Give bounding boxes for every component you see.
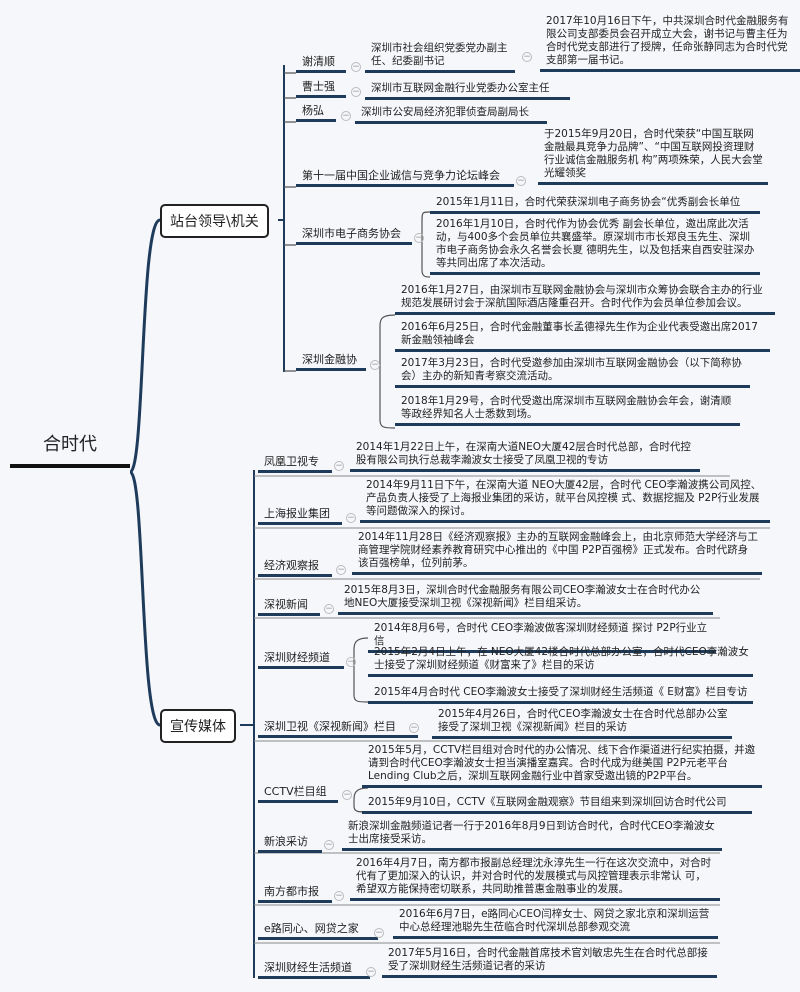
- collapse-icon[interactable]: −: [324, 604, 334, 614]
- branch-platform-leaders[interactable]: 站台领导\机关: [160, 204, 269, 238]
- node-title[interactable]: 深圳市互联网金融行业党委办公室主任: [365, 82, 570, 100]
- node-shanghai-press[interactable]: 上海报业集团: [258, 507, 342, 525]
- node-finance-life-channel[interactable]: 深圳财经生活频道: [258, 961, 370, 979]
- node-sina-interview[interactable]: 新浪采访: [258, 835, 322, 853]
- leaf-note[interactable]: 2016年1月10日，合时代作为协会优秀 副会长单位，邀出席此次活动，与400多…: [430, 218, 760, 275]
- node-shenshi-news[interactable]: 深视新闻: [258, 598, 320, 616]
- collapse-icon[interactable]: −: [516, 176, 526, 186]
- leaf-note[interactable]: 2015年8月3日，深圳合时代金融服务有限公司CEO李瀚波女士在合时代办公地NE…: [338, 584, 713, 615]
- node-shenzhen-finance-association[interactable]: 深圳金融协: [296, 353, 366, 371]
- node-shenzhen-tv-column[interactable]: 深圳卫视《深视新闻》栏目: [258, 720, 418, 738]
- node-xie-qingshun[interactable]: 谢清顺: [296, 55, 346, 73]
- leaf-note[interactable]: 2017年5月16日，合时代金融首席技术官刘敏忠先生在合时代总部接受了深圳财经生…: [382, 947, 717, 978]
- leaf-note[interactable]: 2017年3月23日，合时代受邀参加由深圳市互联网金融协会（以下简称协会）主办的…: [395, 357, 750, 388]
- node-ecommerce-association[interactable]: 深圳市电子商务协会: [296, 227, 412, 245]
- collapse-icon[interactable]: −: [370, 360, 380, 370]
- leaf-note[interactable]: 新浪深圳金融频道记者一行于2016年8月9日到访合时代，合时代CEO李瀚波女士出…: [342, 820, 722, 851]
- collapse-icon[interactable]: −: [351, 87, 361, 97]
- collapse-icon[interactable]: −: [409, 723, 419, 733]
- leaf-note[interactable]: 2016年1月27日，由深圳市互联网金融协会与深圳市众筹协会联合主办的行业规范发…: [395, 284, 775, 315]
- collapse-icon[interactable]: −: [374, 928, 384, 938]
- node-title[interactable]: 深圳市公安局经济犯罪侦查局副局长: [355, 106, 547, 124]
- leaf-note[interactable]: 2015年4月26日，合时代CEO李瀚波女士在合时代总部办公室接受了深圳卫视《深…: [432, 708, 732, 739]
- collapse-icon[interactable]: −: [324, 840, 334, 850]
- node-yang-hong[interactable]: 杨弘: [296, 104, 336, 122]
- leaf-note[interactable]: 2015年2月4日上午，在 NEO大厦42楼合时代总部办公室，合时代CEO李瀚波…: [368, 646, 753, 677]
- leaf-note[interactable]: 2015年1月11日，合时代荣获深圳电子商务协会“优秀副会长单位: [430, 196, 760, 214]
- collapse-icon[interactable]: −: [342, 790, 352, 800]
- collapse-icon[interactable]: −: [346, 657, 356, 667]
- node-cao-shiqiang[interactable]: 曹士强: [296, 80, 346, 98]
- leaf-note[interactable]: 2014年8月6号，合时代 CEO李瀚波做客深圳财经频道 探讨 P2P行业立信: [368, 622, 716, 653]
- node-economic-observer[interactable]: 经济观察报: [258, 559, 332, 577]
- leaf-note[interactable]: 2016年6月7日，e路同心CEO闫梓女士、网贷之家北京和深圳运营中心总经理池聪…: [393, 908, 718, 939]
- leaf-note[interactable]: 2015年4月合时代 CEO李瀚波女士接受了深圳财经生活频道《 E财富》栏目专访: [368, 686, 753, 704]
- collapse-icon[interactable]: −: [341, 111, 351, 121]
- leaf-note[interactable]: 于2015年9月20日，合时代荣获“中国互联网金融最具竞争力品牌”、“中国互联网…: [538, 128, 768, 185]
- collapse-icon[interactable]: −: [366, 967, 376, 977]
- node-phoenix-tv[interactable]: 凤凰卫视专: [258, 455, 332, 473]
- collapse-icon[interactable]: −: [334, 891, 344, 901]
- leaf-note[interactable]: 2016年6月25日，合时代金融董事长孟德禄先生作为企业代表受邀出席2017新金…: [395, 321, 770, 352]
- collapse-icon[interactable]: −: [336, 565, 346, 575]
- node-title[interactable]: 深圳市社会组织党委党办副主任、纪委副书记: [365, 42, 515, 73]
- leaf-note[interactable]: 2015年9月10日，CCTV《互联网金融观察》节目组来到深圳回访合时代公司: [362, 796, 752, 814]
- collapse-icon[interactable]: −: [351, 62, 361, 72]
- node-southern-metropolis[interactable]: 南方都市报: [258, 885, 332, 903]
- leaf-note[interactable]: 2016年4月7日，南方都市报副总经理沈永淳先生一行在这次交流中，对合时代有了更…: [350, 857, 720, 901]
- leaf-note[interactable]: 2017年10月16日下午，中共深圳合时代金融服务有限公司支部委员会召开成立大会…: [540, 15, 800, 72]
- leaf-note[interactable]: 2018年1月29号，合时代受邀出席深圳市互联网金融协会年会，谢清顺等政经界知名…: [395, 395, 740, 426]
- branch-media-promotion[interactable]: 宣传媒体: [160, 709, 236, 743]
- root-node[interactable]: 合时代: [10, 430, 130, 468]
- node-integrity-forum[interactable]: 第十一届中国企业诚信与竞争力论坛峰会: [296, 169, 514, 187]
- leaf-note[interactable]: 2014年1月22日上午，在深南大道NEO大厦42层合时代总部，合时代控股有限公…: [350, 441, 700, 472]
- leaf-note[interactable]: 2014年9月11日下午，在深南大道 NEO大厦42层，合时代 CEO李瀚波携公…: [360, 479, 770, 523]
- node-elu-wangdai[interactable]: e路同心、网贷之家: [258, 922, 378, 940]
- collapse-icon[interactable]: −: [414, 233, 424, 243]
- leaf-note[interactable]: 2014年11月28日《经济观察报》主办的互联网金融峰会上，由北京师范大学经济与…: [352, 531, 762, 575]
- collapse-icon[interactable]: −: [346, 513, 356, 523]
- node-shenzhen-finance-channel[interactable]: 深圳财经频道: [258, 651, 344, 669]
- collapse-icon[interactable]: −: [334, 461, 344, 471]
- node-cctv-team[interactable]: CCTV栏目组: [258, 785, 338, 803]
- leaf-note[interactable]: 2015年5月，CCTV栏目组对合时代的办公情况、线下合作渠道进行纪实拍摄，并邀…: [362, 744, 762, 788]
- collapse-icon[interactable]: −: [522, 52, 532, 62]
